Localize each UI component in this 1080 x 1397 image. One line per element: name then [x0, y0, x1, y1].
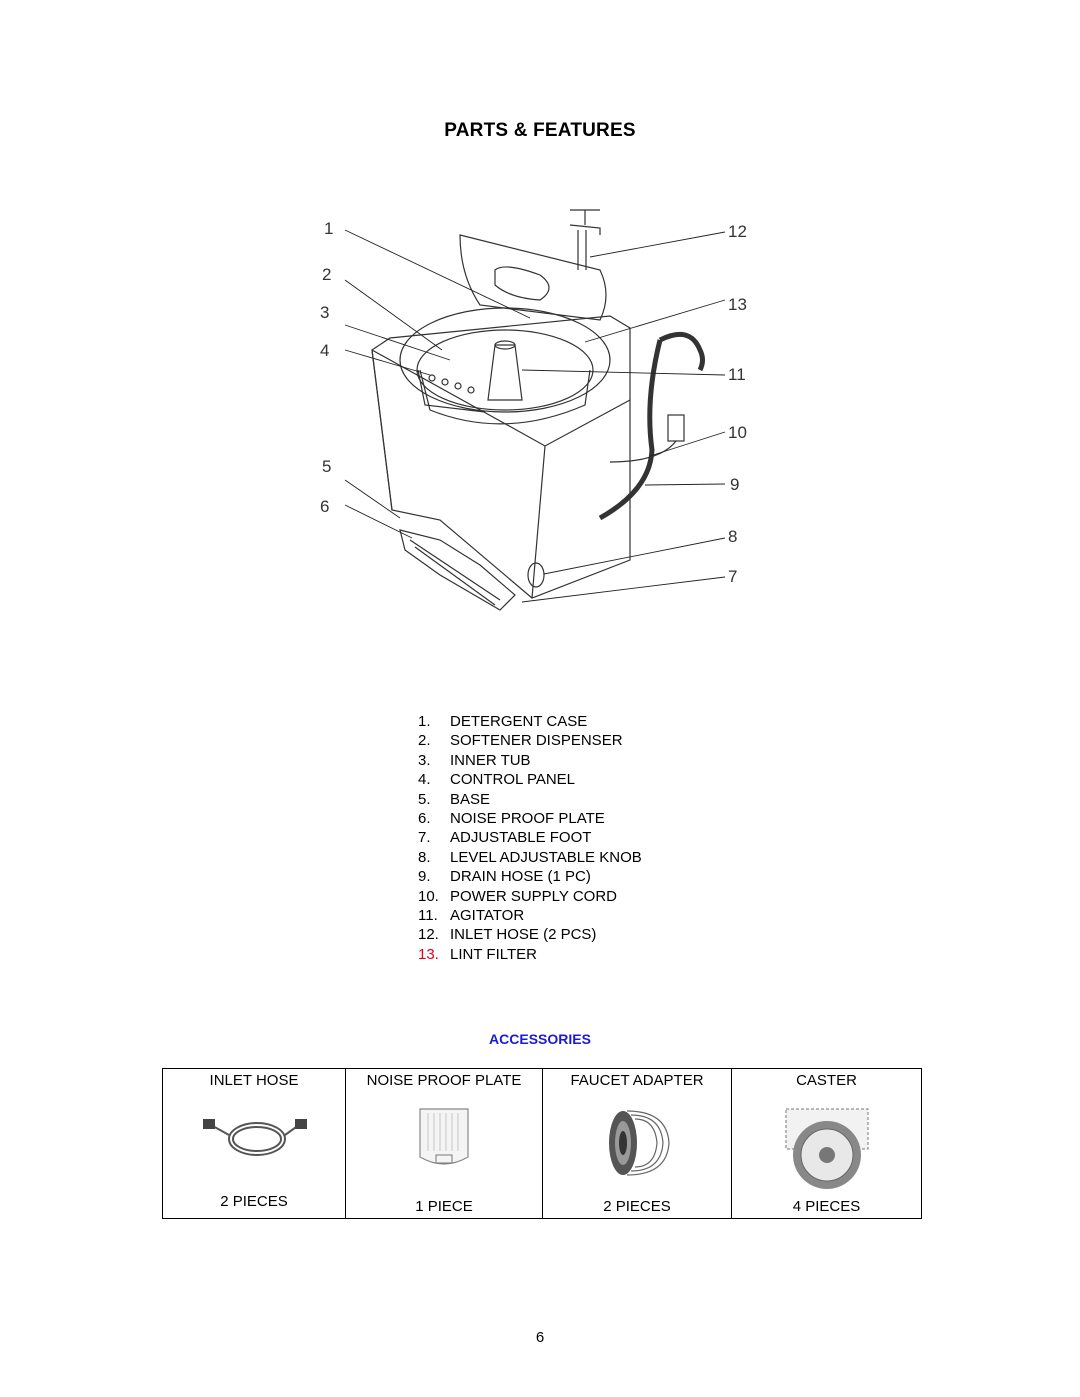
callout-label: 9 — [730, 475, 739, 494]
accessories-table: INLET HOSE 2 PIECES NOISE PROOF PLATE — [162, 1068, 922, 1219]
callout-label: 13 — [728, 295, 747, 314]
callout-label: 1 — [324, 219, 333, 238]
callout-label: 8 — [728, 527, 737, 546]
list-item: 10. POWER SUPPLY CORD — [418, 887, 642, 906]
part-label: INNER TUB — [450, 751, 531, 769]
list-item: 13. LINT FILTER — [418, 945, 642, 964]
part-number: 12. — [418, 926, 439, 944]
accessories-heading: ACCESSORIES — [489, 1031, 591, 1047]
list-item: 1. DETERGENT CASE — [418, 712, 642, 731]
list-item: 8. LEVEL ADJUSTABLE KNOB — [418, 848, 642, 867]
callout-label: 7 — [728, 567, 737, 586]
callout-label: 5 — [322, 457, 331, 476]
callout-label: 11 — [728, 365, 746, 384]
part-label: BASE — [450, 790, 491, 808]
callout-label: 10 — [728, 423, 747, 442]
part-label: DETERGENT CASE — [450, 713, 588, 730]
inlet-hose-icon — [203, 1119, 307, 1156]
callout-label: 12 — [728, 222, 747, 241]
part-label: POWER SUPPLY CORD — [450, 887, 617, 905]
accessory-name: FAUCET ADAPTER — [570, 1072, 704, 1089]
part-number: 4. — [418, 771, 431, 789]
list-item: 12. INLET HOSE (2 PCS) — [418, 925, 642, 944]
part-number: 3. — [418, 751, 431, 769]
list-item: 11. AGITATOR — [418, 906, 642, 925]
list-item: 2. SOFTENER DISPENSER — [418, 731, 642, 750]
list-item: 3. INNER TUB — [418, 751, 642, 770]
accessory-name: CASTER — [796, 1072, 857, 1089]
noise-proof-plate-icon — [419, 1108, 469, 1165]
accessory-quantity: 1 PIECE — [415, 1198, 473, 1215]
part-number: 8. — [418, 848, 431, 866]
part-number: 11. — [418, 907, 438, 925]
part-label: LEVEL ADJUSTABLE KNOB — [450, 848, 642, 866]
part-number: 1. — [418, 713, 431, 730]
callout-label: 3 — [320, 303, 329, 322]
faucet-adapter-icon — [609, 1110, 670, 1176]
table-row: INLET HOSE 2 PIECES NOISE PROOF PLATE — [162, 1068, 922, 1219]
part-label: LINT FILTER — [450, 945, 537, 963]
caster-icon — [785, 1108, 868, 1189]
accessory-name: NOISE PROOF PLATE — [366, 1072, 522, 1089]
list-item: 4. CONTROL PANEL — [418, 770, 642, 789]
accessory-quantity: 4 PIECES — [792, 1198, 861, 1215]
list-item: 6. NOISE PROOF PLATE — [418, 809, 642, 828]
page-number: 6 — [535, 1329, 545, 1346]
accessory-cell: INLET HOSE 2 PIECES — [162, 1068, 346, 1219]
part-label: INLET HOSE (2 PCS) — [450, 926, 597, 944]
part-label: CONTROL PANEL — [450, 771, 576, 789]
parts-list: 1. DETERGENT CASE 2. SOFTENER DISPENSER 3.… — [418, 712, 642, 964]
part-label: ADJUSTABLE FOOT — [450, 829, 592, 847]
accessory-quantity: 2 PIECES — [603, 1198, 671, 1215]
part-number: 9. — [418, 868, 431, 886]
list-item: 7. ADJUSTABLE FOOT — [418, 828, 642, 847]
list-item: 5. BASE — [418, 790, 642, 809]
part-label: SOFTENER DISPENSER — [450, 732, 623, 750]
accessory-cell: CASTER 4 PIECES — [731, 1068, 922, 1219]
accessory-cell: NOISE PROOF PLATE 1 PIECE — [345, 1068, 543, 1219]
part-number: 2. — [418, 732, 431, 750]
part-label: NOISE PROOF PLATE — [450, 810, 605, 828]
part-number: 13. — [418, 945, 439, 963]
callout-label: 4 — [320, 341, 329, 360]
list-item: 9. DRAIN HOSE (1 PC) — [418, 867, 642, 886]
part-label: AGITATOR — [450, 907, 525, 925]
accessory-cell: FAUCET ADAPTER 2 PIECES — [542, 1068, 732, 1219]
part-number: 6. — [418, 810, 431, 828]
part-number: 7. — [418, 829, 431, 847]
callout-label: 6 — [320, 497, 329, 516]
washer-diagram: 1 2 3 4 5 6 7 8 9 10 11 12 13 — [320, 209, 747, 611]
callout-label: 2 — [322, 265, 331, 284]
part-label: DRAIN HOSE (1 PC) — [450, 868, 591, 886]
accessory-name: INLET HOSE — [209, 1072, 299, 1089]
part-number: 5. — [418, 790, 431, 808]
part-number: 10. — [418, 887, 439, 905]
page-title: PARTS & FEATURES — [444, 120, 636, 141]
accessory-quantity: 2 PIECES — [220, 1193, 288, 1210]
